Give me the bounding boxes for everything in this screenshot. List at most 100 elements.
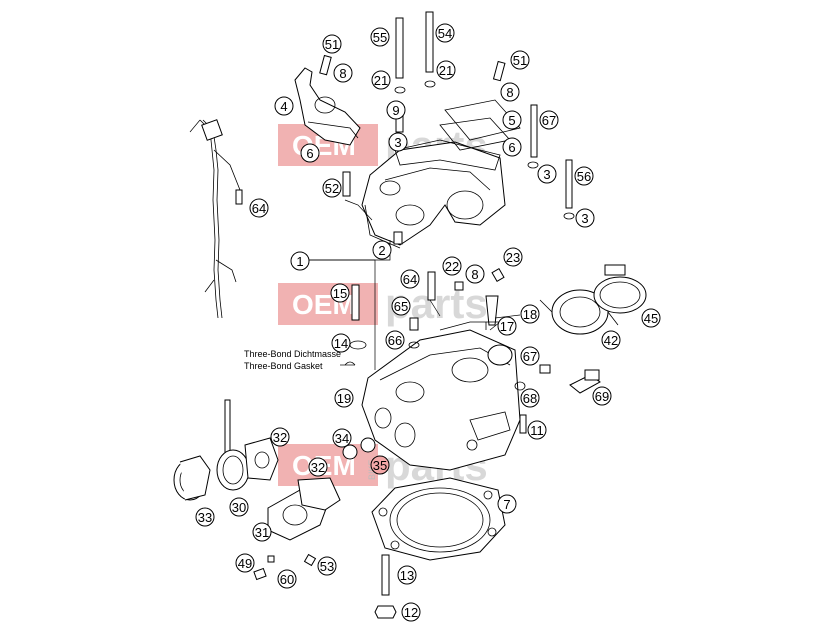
- exhaust-parts: [173, 399, 376, 581]
- callout-label: 1: [296, 254, 303, 269]
- callout-15: 15: [330, 283, 350, 303]
- callout-67: 67: [539, 110, 559, 130]
- callout-32: 32: [270, 427, 290, 447]
- callout-53: 53: [317, 556, 337, 576]
- callout-label: 11: [530, 423, 544, 438]
- callout-8: 8: [500, 82, 520, 102]
- callout-label: 8: [471, 267, 478, 282]
- callout-label: 7: [503, 497, 510, 512]
- callout-label: 9: [392, 103, 399, 118]
- callout-33: 33: [195, 507, 215, 527]
- callout-circle: [497, 494, 517, 514]
- callout-label: 22: [445, 259, 459, 274]
- callout-label: 34: [335, 431, 349, 446]
- callout-label: 15: [333, 286, 347, 301]
- callout-circle: [235, 553, 255, 573]
- callout-35: 35: [370, 455, 390, 475]
- callout-21: 21: [436, 60, 456, 80]
- callout-64: 64: [400, 269, 420, 289]
- callout-6: 6: [502, 137, 522, 157]
- callout-13: 13: [397, 565, 417, 585]
- callout-circle: [370, 455, 390, 475]
- callout-65: 65: [391, 296, 411, 316]
- callout-label: 54: [438, 26, 452, 41]
- callout-3: 3: [537, 164, 557, 184]
- callout-circle: [249, 198, 269, 218]
- callout-label: 5: [508, 113, 515, 128]
- callout-circle: [322, 178, 342, 198]
- callout-label: 51: [513, 53, 527, 68]
- callout-circle: [277, 569, 297, 589]
- callout-circle: [332, 428, 352, 448]
- stud-and-nut: [374, 554, 397, 619]
- callout-label: 14: [334, 336, 348, 351]
- callout-circle: [391, 296, 411, 316]
- cover-bolts: [319, 11, 575, 245]
- callout-54: 54: [435, 23, 455, 43]
- callout-circle: [388, 132, 408, 152]
- callout-circle: [317, 556, 337, 576]
- callout-9: 9: [386, 100, 406, 120]
- callout-circle: [601, 330, 621, 350]
- callout-55: 55: [370, 27, 390, 47]
- callout-64: 64: [249, 198, 269, 218]
- callout-circle: [397, 565, 417, 585]
- callout-label: 42: [604, 333, 618, 348]
- valve-cover: [361, 141, 506, 249]
- callout-label: 51: [325, 37, 339, 52]
- callout-label: 8: [339, 66, 346, 81]
- callout-30: 30: [229, 497, 249, 517]
- callout-label: 64: [252, 201, 266, 216]
- callout-label: 3: [581, 211, 588, 226]
- callout-6: 6: [300, 143, 320, 163]
- callout-circle: [575, 208, 595, 228]
- callout-1: 1: [290, 251, 310, 271]
- callout-label: 6: [508, 140, 515, 155]
- callout-18: 18: [520, 304, 540, 324]
- callout-circle: [502, 110, 522, 130]
- callout-label: 45: [644, 311, 658, 326]
- callout-circle: [252, 522, 272, 542]
- callout-label: 67: [523, 349, 537, 364]
- callout-7: 7: [497, 494, 517, 514]
- callout-23: 23: [503, 247, 523, 267]
- callout-circle: [372, 240, 392, 260]
- callout-circle: [370, 27, 390, 47]
- callout-circle: [333, 63, 353, 83]
- callout-34: 34: [332, 428, 352, 448]
- head-gasket: [371, 477, 506, 561]
- callout-label: 13: [400, 568, 414, 583]
- callout-circle: [385, 330, 405, 350]
- callout-3: 3: [575, 208, 595, 228]
- callout-circle: [497, 316, 517, 336]
- callout-circle: [401, 602, 421, 622]
- callout-56: 56: [574, 166, 594, 186]
- callout-label: 64: [403, 272, 417, 287]
- callout-label: 53: [320, 559, 334, 574]
- callout-circle: [510, 50, 530, 70]
- callout-circle: [308, 457, 328, 477]
- callout-label: 60: [280, 572, 294, 587]
- callout-label: 30: [232, 500, 246, 515]
- note-line-2: Three-Bond Gasket: [244, 361, 323, 371]
- callout-label: 4: [280, 99, 287, 114]
- callout-label: 67: [542, 113, 556, 128]
- callout-label: 21: [439, 63, 453, 78]
- callout-circle: [520, 304, 540, 324]
- callout-label: 18: [523, 307, 537, 322]
- callout-label: 68: [523, 391, 537, 406]
- callout-circle: [465, 264, 485, 284]
- callout-52: 52: [322, 178, 342, 198]
- callout-51: 51: [322, 34, 342, 54]
- callout-label: 49: [238, 556, 252, 571]
- callout-label: 31: [255, 525, 269, 540]
- callout-51: 51: [510, 50, 530, 70]
- callout-circle: [641, 308, 661, 328]
- rocker-arm: [294, 67, 361, 146]
- callout-60: 60: [277, 569, 297, 589]
- callout-circle: [539, 110, 559, 130]
- callout-circle: [537, 164, 557, 184]
- callout-circle: [500, 82, 520, 102]
